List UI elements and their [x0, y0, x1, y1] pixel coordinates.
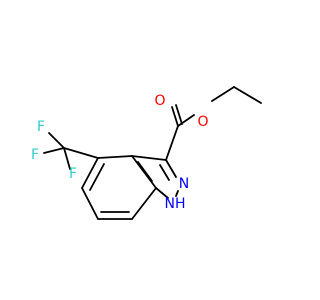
bond-ccarbonyl-c3	[165, 125, 179, 161]
atom-label-n2: N	[179, 176, 189, 192]
bond-c5-c6	[81, 187, 99, 220]
molecule-canvas: O O N NH F F F	[30, 86, 262, 220]
atom-label-o-ester: O	[197, 114, 208, 130]
bond-c3-c3a	[131, 155, 167, 161]
atom-label-f-left: F	[31, 147, 39, 163]
bond-ccf3-fbottom	[63, 147, 71, 170]
atom-label-f-bottom: F	[69, 166, 77, 182]
bond-c4-c5-a	[81, 157, 99, 189]
bond-c3-n2-b	[159, 164, 170, 181]
bond-c3a-c7a-inner	[137, 161, 153, 182]
atom-label-o-carbonyl: O	[154, 93, 165, 109]
bond-ccarbonyl-ocarbonyl-b	[175, 104, 183, 125]
bond-c3-n2-a	[165, 159, 177, 178]
bond-ccf3-fleft	[43, 147, 65, 154]
bond-ch2-oester	[211, 86, 235, 102]
bond-c4-ccf3	[63, 147, 99, 159]
bond-n2-n1	[175, 190, 179, 197]
bond-c3a-c7a	[131, 155, 157, 189]
bond-oester-ccarbonyl	[177, 114, 195, 127]
bond-layer	[43, 86, 262, 220]
atom-label-f-top: F	[37, 119, 45, 135]
bond-c3a-c4	[97, 155, 133, 159]
atom-label-n1h: NH	[165, 196, 186, 212]
bond-n1-c7a	[155, 187, 169, 199]
bond-ch3-ch2	[233, 86, 262, 104]
bond-ccarbonyl-ocarbonyl-a	[171, 106, 179, 127]
bond-c7-c7a	[131, 187, 157, 220]
atom-label-layer: O O N NH F F F	[31, 93, 209, 212]
molecule-structure: O O N NH F F F	[31, 86, 262, 220]
bond-ccf3-ftop	[48, 132, 65, 149]
bond-c4-c5-b	[89, 163, 105, 191]
